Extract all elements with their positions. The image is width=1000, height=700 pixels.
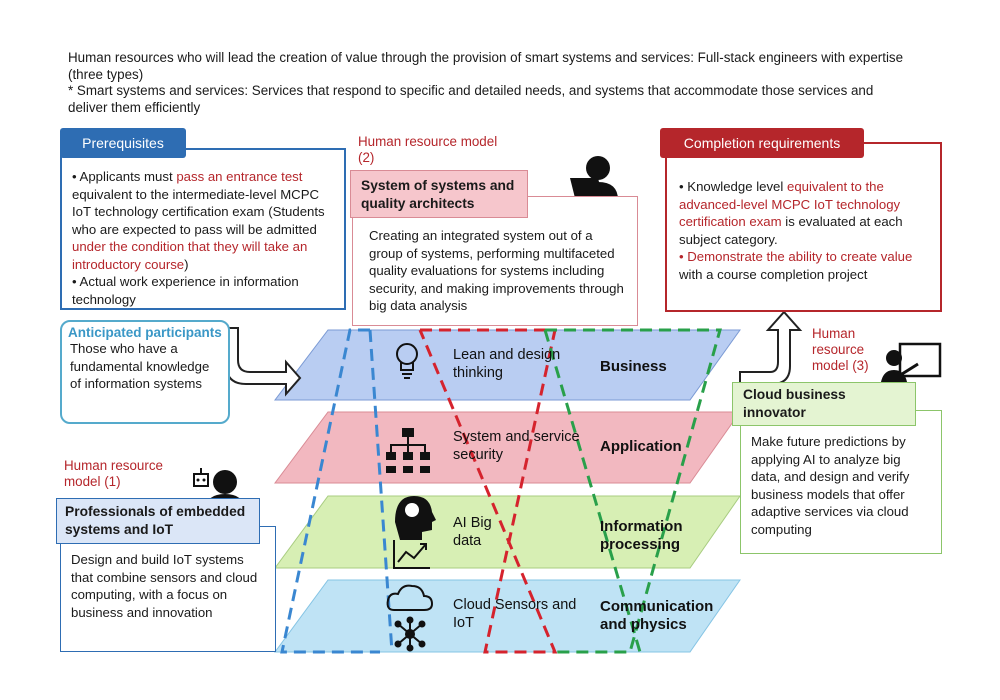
exit-arrow <box>739 310 803 385</box>
prereq-text-red-1: pass an entrance test <box>176 169 303 184</box>
layer-application <box>274 411 741 484</box>
green-dashed-outline <box>545 328 722 654</box>
model1-text: Design and build IoT systems that combin… <box>71 552 258 620</box>
hierarchy-icon <box>386 428 430 473</box>
completion-text-1: • Knowledge level <box>679 179 787 194</box>
layer-communication-name: Communication and physics <box>600 598 714 633</box>
blue-dashed-outline <box>280 328 380 654</box>
completion-title: Completion requirements <box>660 128 864 158</box>
prerequisites-title: Prerequisites <box>60 128 186 158</box>
brain-head-icon <box>395 496 436 540</box>
completion-text-3: with a course completion project <box>679 266 868 282</box>
anticipated-box: Anticipated participants Those who have … <box>60 320 230 424</box>
model2-caption: Human resource model (2) <box>358 134 498 165</box>
model2-text: Creating an integrated system out of a g… <box>369 228 624 313</box>
network-icon <box>394 616 426 652</box>
prereq-text-2: equivalent to the intermediate-level MCP… <box>72 186 325 237</box>
lightbulb-icon <box>396 343 418 379</box>
completion-text-red-2: • Demonstrate the ability to create valu… <box>679 249 913 264</box>
prerequisites-box: • Applicants must pass an entrance test … <box>60 148 346 310</box>
model3-box: Make future predictions by applying AI t… <box>740 410 942 554</box>
completion-text-2: is evaluated at each subject category. <box>679 214 903 247</box>
red-dashed-outline <box>418 328 558 654</box>
model3-text: Make future predictions by applying AI t… <box>751 434 910 537</box>
line-chart-icon <box>393 540 430 569</box>
model1-title: Professionals of embedded systems and Io… <box>56 498 260 544</box>
completion-text-red-1: equivalent to the advanced-level MCPC Io… <box>679 179 901 229</box>
prereq-bullet-2: • Actual work experience in information … <box>72 274 299 307</box>
model3-title: Cloud business innovator <box>732 382 916 426</box>
anticipated-title: Anticipated participants <box>68 325 222 340</box>
model1-box: Design and build IoT systems that combin… <box>60 526 276 652</box>
layer-information-processing <box>274 495 741 569</box>
model3-caption: Human resource model (3) <box>812 326 869 373</box>
layer-information-content: AI Big data <box>453 515 492 549</box>
prereq-text-1: • Applicants must <box>72 169 177 184</box>
prereq-text-3: ) <box>184 256 189 272</box>
layer-information-name: Information processing <box>600 518 683 553</box>
layer-communication-content: Cloud Sensors and IoT <box>453 597 577 631</box>
prereq-text-red-2: under the condition that they will take … <box>72 239 308 272</box>
presenter-icon <box>880 342 942 392</box>
anticipated-text: Those who have a fundamental knowledge o… <box>70 341 210 391</box>
cloud-icon <box>386 584 434 611</box>
header-line-1: Human resources who will lead the creati… <box>68 50 904 82</box>
model1-caption: Human resource model (1) <box>64 458 163 489</box>
header-line-2: * Smart systems and services: Services t… <box>68 83 874 115</box>
layer-business-name: Business <box>600 358 667 375</box>
layer-application-name: Application <box>600 438 682 455</box>
layer-business-content: Lean and design thinking <box>453 347 561 381</box>
model2-title: System of systems and quality architects <box>350 170 528 218</box>
entry-arrow <box>225 327 302 397</box>
completion-box: • Knowledge level equivalent to the adva… <box>665 142 942 312</box>
header: Human resources who will lead the creati… <box>68 50 908 116</box>
layer-application-content: System and service security <box>453 429 580 463</box>
